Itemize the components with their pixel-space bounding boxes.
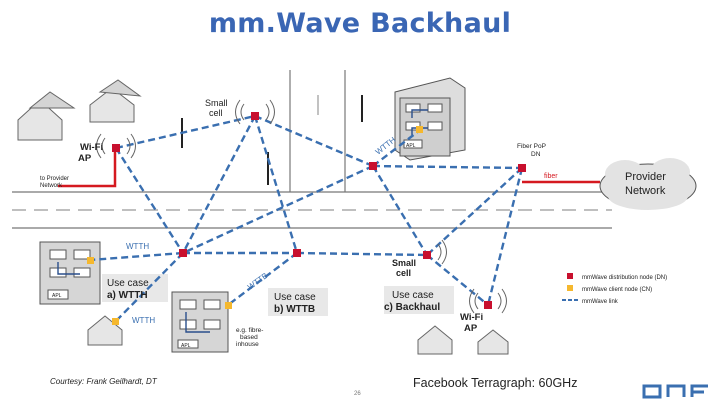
legend-cn-label: mmWave client node (CN)	[582, 287, 652, 293]
use-case-c-box	[384, 286, 454, 314]
wtth-left2-label: WTTH	[132, 316, 155, 325]
house-icon	[417, 325, 453, 355]
link	[181, 115, 257, 254]
fiber-label: fiber	[544, 173, 558, 180]
fiber-links	[58, 150, 600, 188]
page-number: 26	[354, 391, 361, 397]
ap-label: APL	[181, 343, 191, 349]
use-case-a-line2: a) WTTH	[107, 290, 148, 301]
cn-node	[112, 318, 119, 325]
dn-node	[484, 301, 492, 309]
link	[426, 254, 489, 306]
link	[114, 147, 185, 254]
ap-label: APL	[52, 293, 62, 299]
wtth-left1-label: WTTH	[126, 242, 149, 251]
dn-node	[423, 251, 431, 259]
house-icon	[17, 91, 76, 141]
onf-logo	[642, 384, 708, 399]
legend-dn-label: mmWave distribution node (DN)	[582, 275, 667, 281]
legend-dn-swatch	[567, 273, 573, 279]
client-nodes	[87, 126, 423, 325]
house-icon	[477, 329, 509, 355]
page-title: mm.Wave Backhaul	[208, 8, 512, 39]
link	[114, 252, 184, 323]
use-case-b-line2: b) WTTB	[274, 304, 315, 315]
legend: mmWave distribution node (DN) mmWave cli…	[562, 273, 667, 305]
use-case-b-line1: Use case	[274, 292, 316, 303]
dn-node	[293, 249, 301, 257]
building-icon-bottom	[171, 291, 229, 353]
building-icon-left	[39, 241, 101, 305]
link	[296, 251, 428, 257]
street	[12, 70, 612, 229]
dn-node	[251, 112, 259, 120]
cn-node	[225, 302, 232, 309]
cn-node	[416, 126, 423, 133]
legend-link-label: mmWave link	[582, 299, 619, 305]
caption-text: Facebook Terragraph: 60GHz	[413, 376, 578, 390]
link	[486, 167, 524, 306]
link	[254, 114, 374, 168]
radio-wave-icons	[96, 99, 507, 314]
cn-node	[87, 257, 94, 264]
link	[89, 251, 184, 262]
distribution-nodes	[112, 112, 526, 309]
use-case-b-box	[268, 288, 328, 316]
building-icon-top	[394, 77, 466, 161]
house-icon	[89, 79, 142, 123]
dn-node	[179, 249, 187, 257]
link	[115, 114, 256, 150]
link	[372, 164, 523, 170]
use-case-a-line1: Use case	[107, 278, 149, 289]
use-case-c-line1: Use case	[392, 290, 434, 301]
dn-node	[518, 164, 526, 172]
provider-network-cloud	[599, 158, 697, 210]
dn-node	[112, 144, 120, 152]
link	[372, 129, 421, 167]
link	[227, 252, 298, 306]
use-case-c-line2: c) Backhaul	[384, 302, 440, 313]
mmwave-links	[89, 114, 524, 323]
link	[182, 164, 374, 255]
link	[253, 115, 299, 254]
ap-label: APL	[406, 143, 416, 149]
wttb-label: WTTB	[246, 271, 270, 292]
courtesy-text: Courtesy: Frank Geilhardt, DT	[50, 377, 157, 386]
wtth-top-label: WTTH	[374, 135, 398, 156]
dn-node	[369, 162, 377, 170]
legend-cn-swatch	[567, 285, 573, 291]
link	[371, 165, 429, 256]
